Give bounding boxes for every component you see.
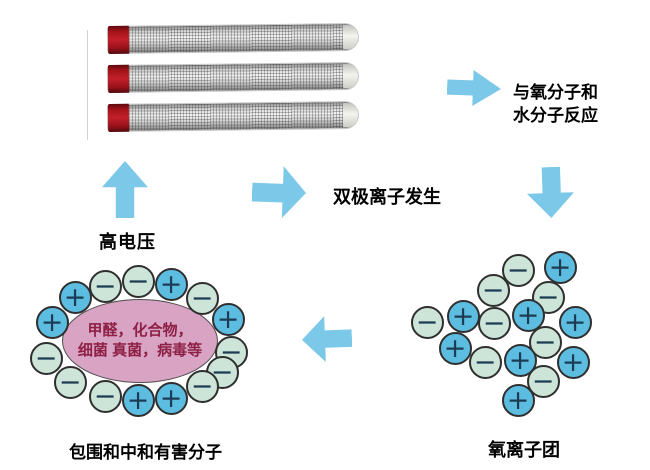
oval-text-line2: 细菌 真菌，病毒等 — [77, 342, 203, 359]
left-edge-line — [87, 30, 88, 140]
oval-text-line1: 甲醛，化合物， — [87, 322, 193, 339]
harmful-molecules-oval: 甲醛，化合物， 细菌 真菌，病毒等 — [62, 299, 218, 383]
negative-ion: − — [476, 273, 510, 307]
positive-ion: + — [446, 299, 480, 333]
negative-ion: − — [53, 365, 87, 399]
label-reaction: 与氧分子和 水分子反应 — [513, 81, 598, 127]
label-high-voltage: 高电压 — [99, 232, 156, 252]
label-surround-neutralize: 包围和中和有害分子 — [69, 443, 222, 462]
negative-ion: − — [185, 281, 219, 315]
negative-ion: − — [531, 280, 565, 314]
label-reaction-line1: 与氧分子和 — [513, 83, 598, 102]
positive-ion: + — [121, 383, 155, 417]
negative-ion: − — [528, 325, 562, 359]
negative-ion: − — [410, 305, 444, 339]
negative-ion: − — [88, 379, 122, 413]
negative-ion: − — [121, 264, 155, 298]
negative-ion: − — [29, 341, 63, 375]
positive-ion: + — [154, 267, 188, 301]
negative-ion: − — [185, 369, 219, 403]
label-oxygen-ion-cluster: 氧离子团 — [488, 440, 560, 460]
label-bipolar-ion-generation: 双极离子发生 — [333, 187, 441, 207]
positive-ion: + — [501, 383, 535, 417]
positive-ion: + — [35, 305, 69, 339]
negative-ion: − — [214, 335, 248, 369]
positive-ion: + — [558, 305, 592, 339]
positive-ion: + — [543, 250, 577, 284]
positive-ion: + — [211, 302, 245, 336]
positive-ion: + — [58, 280, 92, 314]
negative-ion: − — [468, 345, 502, 379]
negative-ion: − — [88, 269, 122, 303]
negative-ion: − — [477, 306, 511, 340]
label-reaction-line2: 水分子反应 — [513, 106, 598, 125]
positive-ion: + — [556, 345, 590, 379]
positive-ion: + — [438, 331, 472, 365]
positive-ion: + — [154, 381, 188, 415]
